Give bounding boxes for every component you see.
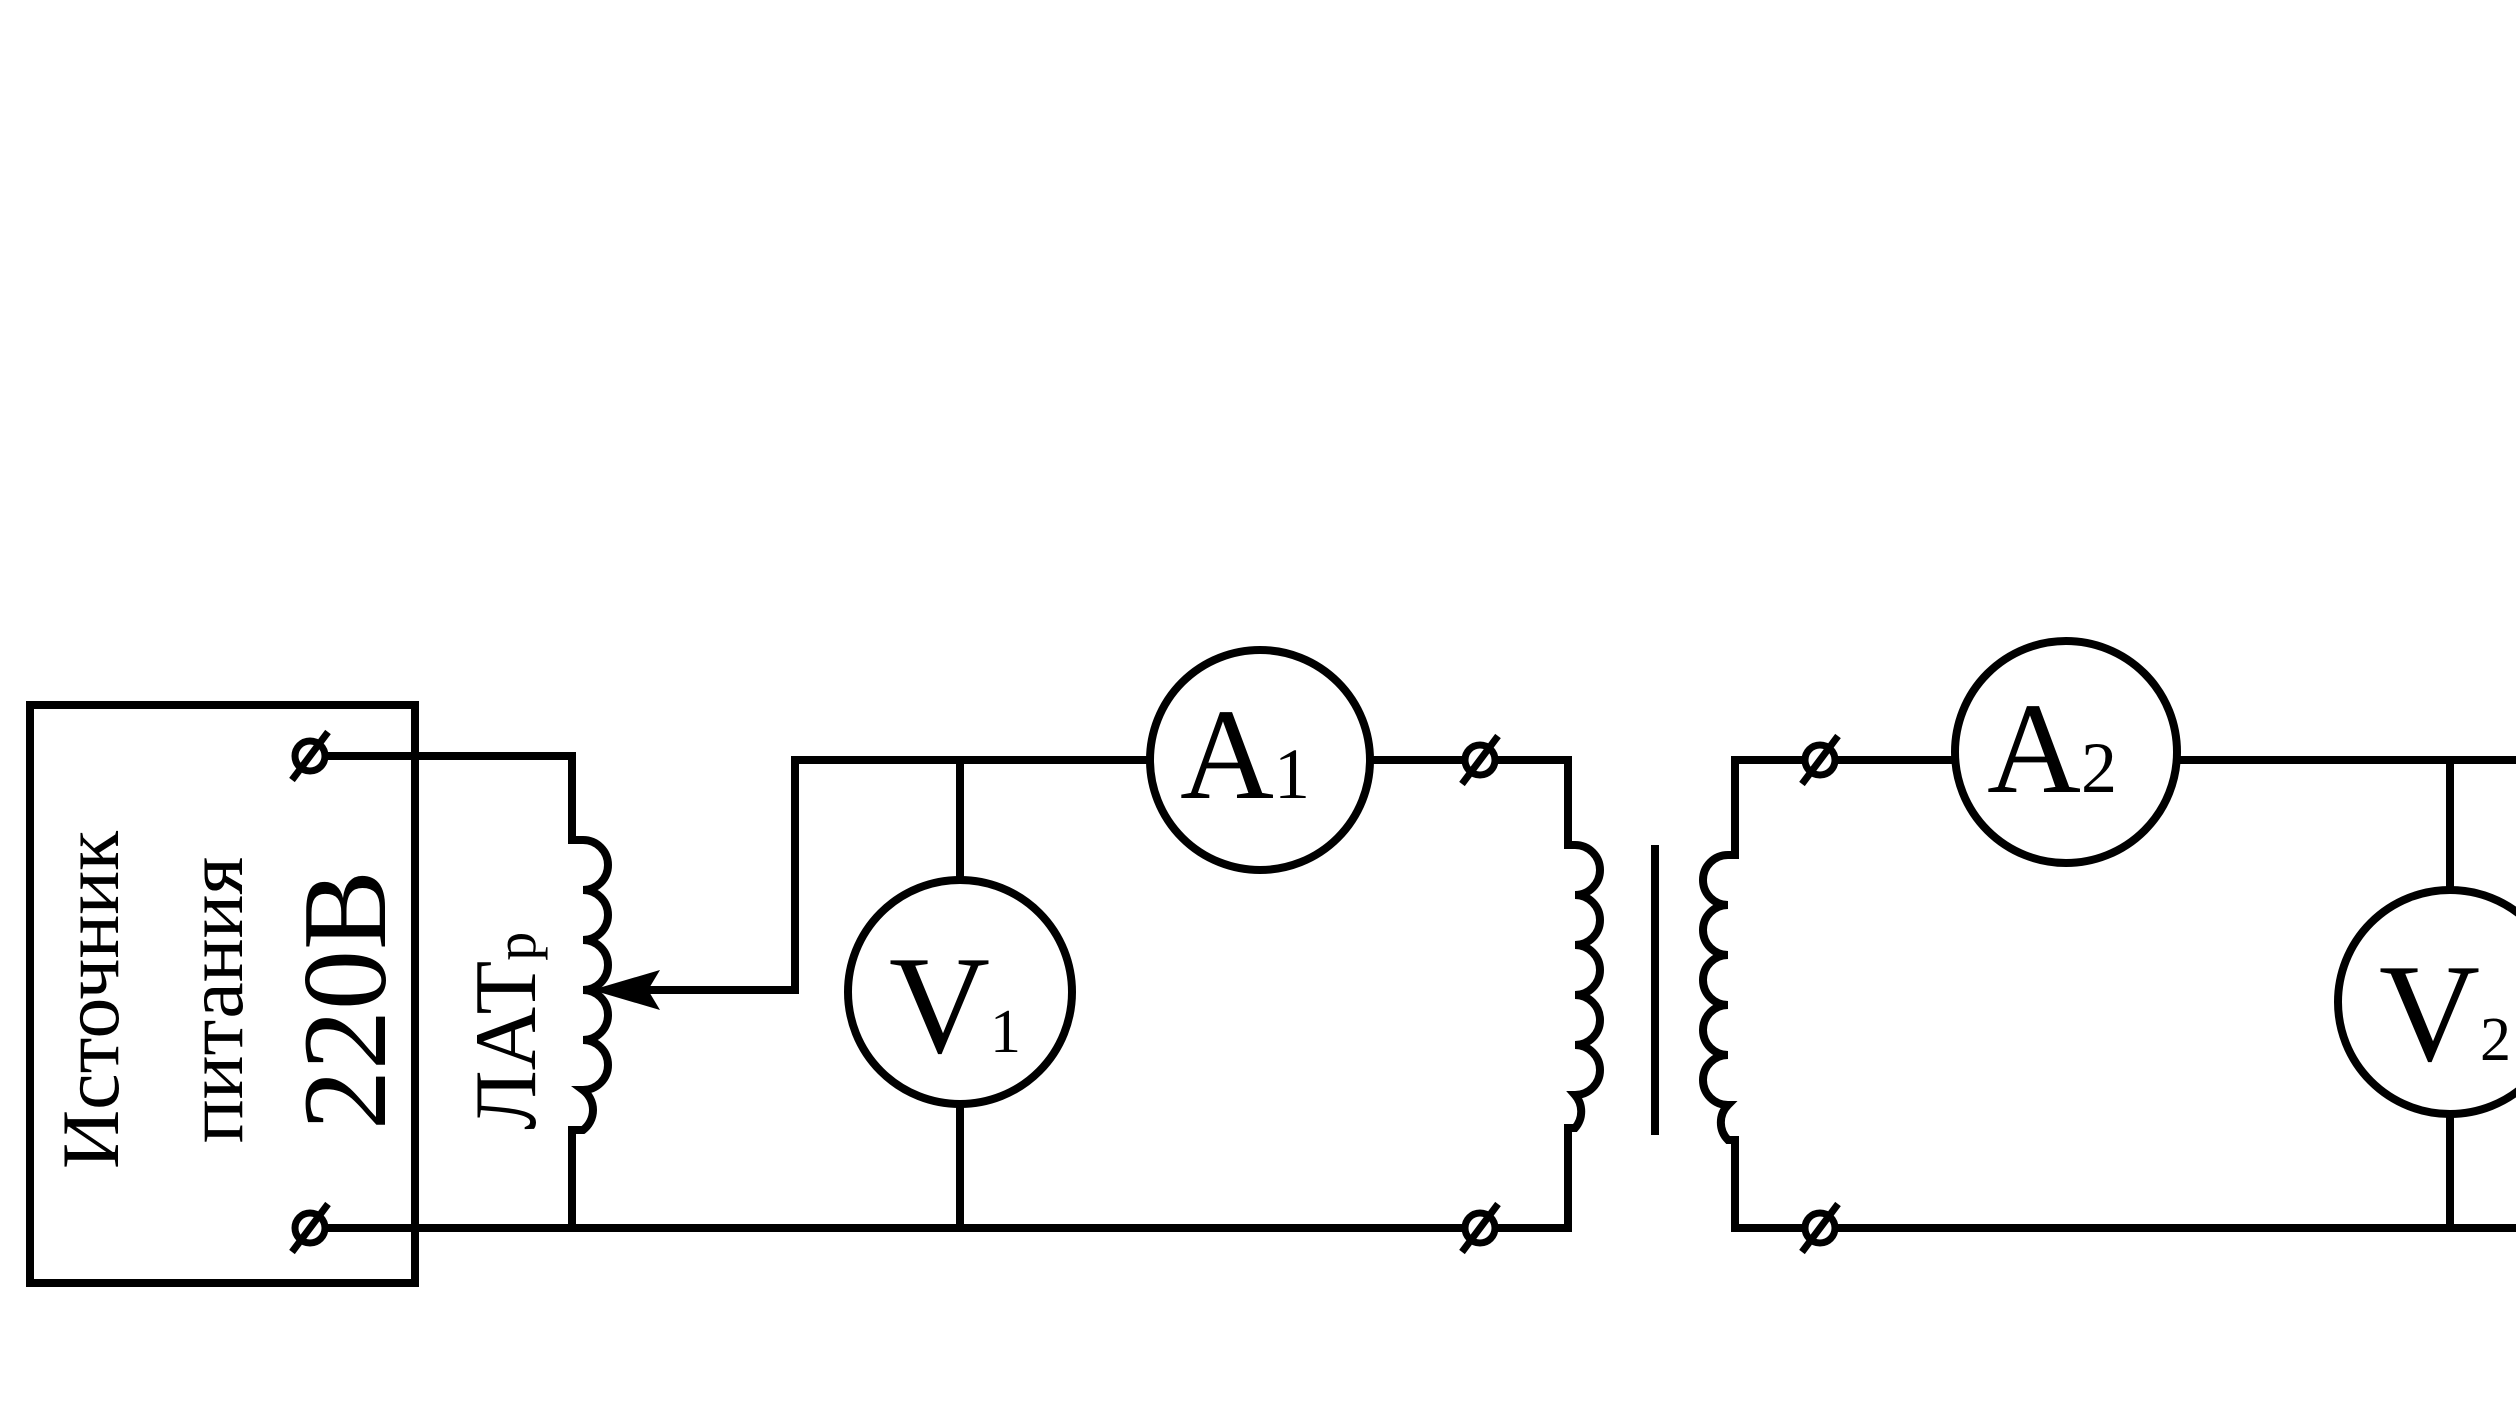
terminal-secondary-bottom	[1799, 1201, 1841, 1255]
voltmeter-v1: V1	[844, 876, 1076, 1108]
wire-secondary-top	[1731, 756, 1959, 859]
voltmeter-v2: V2	[2334, 886, 2516, 1118]
transformer-under-test	[1566, 841, 1738, 1144]
latr-label: ЛАТр	[458, 932, 555, 1130]
power-source-label-line1: Источник	[45, 831, 136, 1169]
ammeter-a2: A2	[1951, 637, 2181, 867]
power-source-box	[26, 701, 419, 1287]
wire-a1-to-primary	[1368, 756, 1572, 849]
voltmeter-v2-letter: V	[2379, 936, 2480, 1091]
wire-primary-bottom	[306, 1124, 1572, 1232]
ammeter-a1-label: A1	[1180, 683, 1310, 827]
power-source-block: Источник питания 220В	[26, 701, 419, 1287]
latr-wiper-arrow-icon	[592, 970, 660, 1010]
ammeter-a1-index: 1	[1274, 734, 1310, 814]
voltmeter-v1-label: V1	[889, 928, 1021, 1083]
wire-source-top	[306, 752, 576, 844]
secondary-winding	[1699, 851, 1738, 1144]
terminal-source-bottom	[289, 1201, 331, 1255]
voltmeter-v1-circle	[844, 876, 1076, 1108]
power-source-label-line2: питания	[169, 857, 260, 1143]
ammeter-a2-circle	[1951, 637, 2181, 867]
wire-secondary-bottom	[1731, 1136, 2516, 1232]
ammeter-a1: A1	[1146, 646, 1374, 874]
terminal-secondary-top	[1799, 733, 1841, 787]
voltmeter-v1-letter: V	[889, 928, 990, 1083]
ammeter-a1-letter: A	[1180, 683, 1274, 827]
terminal-primary-bottom	[1459, 1201, 1501, 1255]
ammeter-a2-index: 2	[2081, 728, 2117, 808]
voltmeter-v2-index: 2	[2480, 1006, 2511, 1074]
latr-label-sub: р	[483, 932, 548, 961]
terminal-source-top	[289, 729, 331, 783]
ammeter-a1-circle	[1146, 646, 1374, 874]
autotransformer-coil: ЛАТр	[458, 836, 660, 1134]
primary-winding	[1566, 841, 1604, 1132]
ammeter-a2-letter: A	[1987, 677, 2081, 821]
latr-coil-winding	[571, 836, 612, 1134]
terminals	[289, 729, 1841, 1255]
terminal-primary-top	[1459, 733, 1501, 787]
voltmeter-v2-circle	[2334, 886, 2516, 1118]
latr-label-main: ЛАТ	[458, 961, 555, 1130]
wire-wiper	[616, 756, 1152, 994]
circuit-wires	[306, 752, 2516, 1232]
voltmeter-v1-index: 1	[990, 998, 1021, 1066]
ammeter-a2-label: A2	[1987, 677, 2117, 821]
voltmeter-v2-label: V2	[2379, 936, 2511, 1091]
power-source-voltage-label: 220В	[278, 870, 411, 1130]
